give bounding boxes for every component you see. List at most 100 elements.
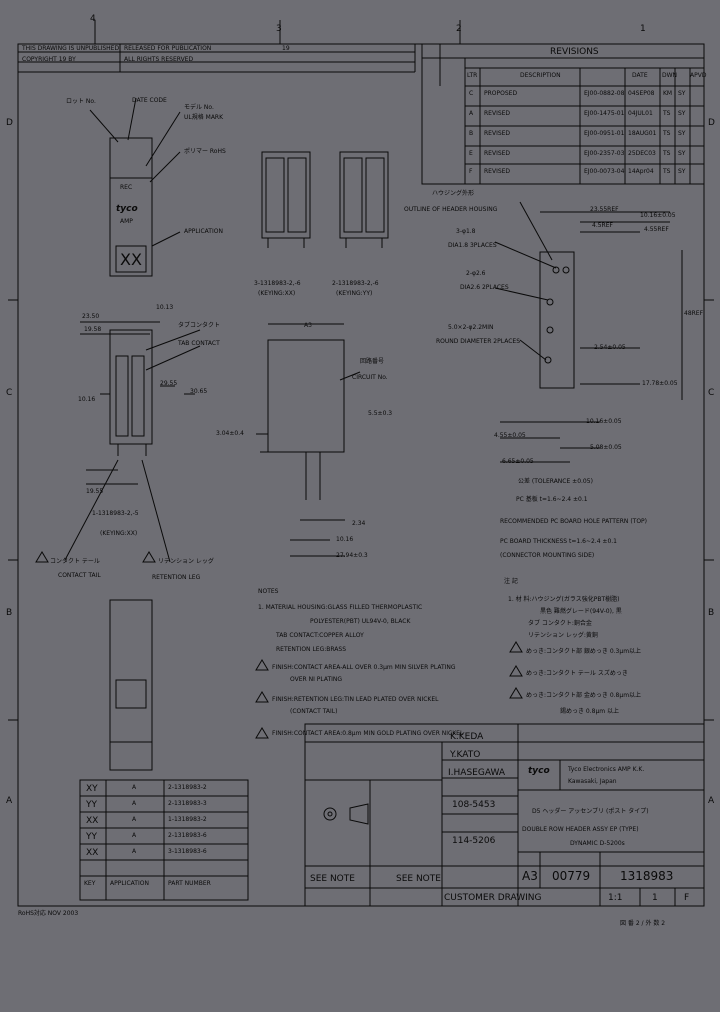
- variant-sym-cell: A: [132, 832, 137, 839]
- pcb-dim-6: 2.54±0.05: [594, 344, 626, 351]
- footer-right: 図 番 2 / 外 数 2: [620, 920, 666, 927]
- pcb-dim-5: 48REF: [684, 310, 704, 317]
- ownership-notice: THIS DRAWING IS UNPUBLISHED.: [22, 45, 121, 52]
- r-mark-label: ポリマー RoHS: [184, 148, 226, 155]
- keyview-right-key: (KEYING:YY): [336, 290, 373, 297]
- copyright-notice: COPYRIGHT 19 BY: [22, 56, 76, 63]
- note-jp-1c: タブ コンタクト:銅合金: [528, 620, 592, 627]
- note-3b: (CONTACT TAIL): [290, 708, 338, 715]
- lot-label: ロット No.: [66, 98, 96, 105]
- note-jp-4: めっき:コンタクト部 金めっき 0.8μm以上: [526, 692, 642, 699]
- rev-dwn-cell: TS: [663, 110, 671, 117]
- note-jp-3: めっき:コンタクト テール スズめっき: [526, 670, 628, 677]
- grid-row-c-right: C: [708, 388, 715, 398]
- pcb-dim-10: 5.08±0.05: [590, 444, 622, 451]
- pcb-hole2-desc: DIA2.6 2PLACES: [460, 284, 509, 291]
- rev-ltr-cell: E: [469, 150, 473, 157]
- application-label: APPLICATION: [184, 228, 223, 235]
- note-3a: FINISH:RETENTION LEG:TIN LEAD PLATED OVE…: [272, 696, 439, 703]
- variant-key-cell: XX: [86, 848, 99, 858]
- rev-ltr-cell: B: [469, 130, 474, 137]
- rev-dwn-cell: TS: [663, 168, 671, 175]
- note-2b: OVER NI PLATING: [290, 676, 343, 683]
- keying-xx-mark: XX: [120, 250, 142, 269]
- variant-sym-cell: A: [132, 848, 137, 855]
- tb-application-spec: 114-5206: [452, 836, 496, 846]
- rev-ecn-cell: EJ00-2357-03: [584, 150, 625, 157]
- notes-title: NOTES: [258, 588, 279, 595]
- tb-approved-by: I.HASEGAWA: [448, 768, 506, 778]
- side-dim-4: 27.94±0.3: [336, 552, 368, 559]
- keyview-left-key: (KEYING:XX): [258, 290, 296, 297]
- rev-ecn-cell: EJ00-0073-04: [584, 168, 625, 175]
- side-a-dim: A3: [304, 322, 312, 329]
- pcb-tolerance: 公差 (TOLERANCE ±0.05): [518, 478, 593, 485]
- rev-desc-cell: REVISED: [484, 110, 511, 117]
- release-notice: RELEASED FOR PUBLICATION: [124, 45, 212, 52]
- part-rec-mark: REC: [120, 184, 133, 191]
- rev-head-date: DATE: [632, 72, 648, 79]
- rev-ecn-cell: EJ00-1475-01: [584, 110, 625, 117]
- note-2a: FINISH:CONTACT AREA-ALL OVER 0.3μm MIN S…: [272, 664, 456, 671]
- uv-mark-label: UL規格 MARK: [184, 114, 224, 121]
- grid-col-1: 1: [640, 24, 646, 34]
- footer-left: RoHS対応 NOV 2003: [18, 910, 79, 917]
- variant-key-cell: XX: [86, 816, 99, 826]
- pcb-dim-7: 17.78±0.05: [642, 380, 678, 387]
- contact-tail-label: CONTACT TAIL: [58, 572, 101, 579]
- front-keying-sub: (KEYING:XX): [100, 530, 138, 537]
- tb-revision: F: [684, 893, 690, 903]
- pcb-thickness-jp: PC 基板 t=1.6~2.4 ±0.1: [516, 496, 588, 503]
- variant-pn-cell: 2-1318983-6: [168, 832, 207, 839]
- rev-apvd-cell: SY: [678, 90, 686, 97]
- pcb-hole2: 2-φ2.6: [466, 270, 486, 277]
- rev-desc-cell: PROPOSED: [484, 90, 518, 97]
- front-dim-2: 19.58: [84, 326, 102, 333]
- rev-dwn-cell: KM: [663, 90, 673, 97]
- pcb-outline-label: OUTLINE OF HEADER HOUSING: [404, 206, 498, 213]
- retention-leg-label: RETENTION LEG: [152, 574, 201, 581]
- grid-row-a-right: A: [708, 796, 715, 806]
- grid-col-3: 3: [276, 24, 282, 34]
- tb-name-en2: DYNAMIC D-5200s: [570, 840, 625, 847]
- pcb-thickness: PC BOARD THICKNESS t=1.6~2.4 ±0.1: [500, 538, 617, 545]
- rev-ecn-cell: EJ00-0882-08: [584, 90, 625, 97]
- rev-ecn-cell: EJ00-0951-01: [584, 130, 625, 137]
- tab-contact-jp: タブコンタクト: [178, 322, 221, 329]
- rev-desc-cell: REVISED: [484, 130, 511, 137]
- variant-head-pn: PART NUMBER: [168, 880, 211, 887]
- rev-head-apvd: APVD: [690, 72, 707, 79]
- part-logo-tyco: tyco: [116, 204, 138, 214]
- pcb-outline-jp: ハウジング外形: [432, 190, 475, 197]
- rev-dwn-cell: TS: [663, 150, 671, 157]
- part-amp-mark: AMP: [120, 218, 133, 225]
- notes-jp-title: 注 記: [504, 578, 518, 585]
- pcb-connector-side: (CONNECTOR MOUNTING SIDE): [500, 552, 595, 559]
- grid-row-c: C: [6, 388, 13, 398]
- front-dim-3: 10.13: [156, 304, 174, 311]
- pcb-dim-1: 23.55REF: [590, 206, 619, 213]
- rev-ltr-cell: C: [469, 90, 474, 97]
- note-jp-2: めっき:コンタクト部 銀めっき 0.3μm以上: [526, 648, 642, 655]
- rev-head-ltr: LTR: [467, 72, 478, 79]
- tb-name-jp: D5 ヘッダー アッセンブリ (ポスト タイプ): [532, 808, 649, 815]
- front-dim-5: 29.55: [160, 380, 178, 387]
- pcb-dim-3: 4.5REF: [592, 222, 613, 229]
- variant-key-cell: YY: [86, 800, 97, 810]
- note-jp-5: 錫めっき 0.8μm 以上: [560, 708, 620, 715]
- tb-company-city: Kawasaki, Japan: [568, 778, 617, 785]
- pcb-dim-11: 6.65±0.05: [502, 458, 534, 465]
- tb-checked-by: Y.KATO: [450, 750, 481, 760]
- rev-dwn-cell: TS: [663, 130, 671, 137]
- tab-contact-label: TAB CONTACT: [178, 340, 220, 347]
- tb-sheet: 1: [652, 893, 658, 903]
- tb-weight: SEE NOTE: [310, 874, 355, 884]
- side-dim-2: 2.34: [352, 520, 366, 527]
- tb-customer-drawing: CUSTOMER DRAWING: [444, 893, 542, 903]
- rev-apvd-cell: SY: [678, 110, 686, 117]
- front-dim-7: 19.55: [86, 488, 104, 495]
- pcb-hole3: 5.0×2-φ2.2MIN: [448, 324, 494, 331]
- rev-desc-cell: REVISED: [484, 168, 511, 175]
- variant-key-cell: YY: [86, 832, 97, 842]
